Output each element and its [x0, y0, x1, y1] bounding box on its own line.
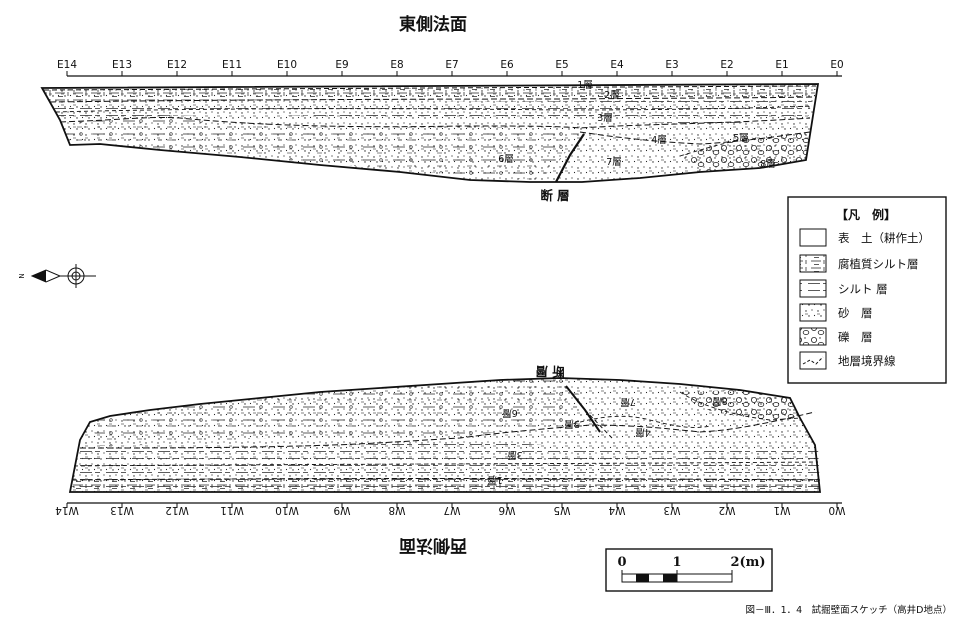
east-layer-2-label: 2層: [604, 90, 620, 101]
blank-swatch: [799, 228, 827, 247]
boundary-line-swatch: [799, 351, 827, 370]
legend-item-humic-silt: 腐植質シルト層: [838, 257, 919, 271]
east-section: 東側法面 E14 E13 E12 E11 E10 E9 E8 E7 E6 E5 E4 E3 E2 E1 E0: [40, 14, 844, 203]
west-tick-label-w11: W11: [220, 504, 244, 516]
east-layer-1-label: 1層: [577, 80, 593, 91]
west-tick-label-w4: W4: [608, 504, 625, 516]
west-layer-1-fill: [70, 478, 820, 492]
east-layer-6-fill: [60, 118, 580, 180]
east-layer-6-label: 6層: [498, 154, 514, 165]
east-section-title: 東側法面: [399, 14, 467, 35]
west-tick-label-w5: W5: [553, 504, 570, 516]
west-tick-label-w1: W1: [773, 504, 790, 516]
legend-item-boundary: 地層境界線: [838, 354, 896, 368]
east-layer-8-label: 8層: [760, 159, 776, 170]
legend-item-gravel: 礫 層: [838, 330, 873, 344]
west-tick-label-w8: W8: [388, 504, 405, 516]
east-tick-label-e9: E9: [335, 59, 348, 71]
east-wall-sketch: [40, 83, 820, 183]
east-fault-label: 断 層: [540, 188, 569, 203]
legend-item-topsoil: 表 土（耕作土）: [838, 231, 930, 245]
scale-bar: 0 1 2(m): [605, 548, 773, 592]
east-tick-label-e13: E13: [112, 59, 132, 71]
west-section: 1層 3層 4層 5層 6層 7層 8層 断 層 W14 W13 W12 W11 W10…: [55, 364, 846, 556]
legend-title: 【凡 例】: [836, 207, 896, 222]
east-layer-7-label: 7層: [606, 157, 622, 168]
east-tick-label-e2: E2: [720, 59, 733, 71]
west-tick-label-w0: W0: [828, 504, 845, 516]
silt-swatch: [799, 279, 827, 298]
west-layer-7-label: 7層: [620, 396, 636, 407]
figure-caption: 図－Ⅲ．1．4 試掘壁面スケッチ（高井D地点）: [746, 604, 952, 616]
east-scale-ticks: E14 E13 E12 E11 E10 E9 E8 E7 E6 E5 E4 E3 E2 E1 E0: [57, 59, 844, 77]
west-tick-label-w3: W3: [663, 504, 680, 516]
east-tick-label-e10: E10: [277, 59, 297, 71]
west-section-title: 西側法面: [399, 535, 467, 556]
east-tick-label-e4: E4: [610, 59, 624, 71]
west-tick-label-w2: W2: [718, 504, 735, 516]
west-tick-label-w9: W9: [333, 504, 350, 516]
west-wall-sketch: [68, 377, 822, 493]
west-tick-label-w6: W6: [498, 504, 515, 516]
humic-silt-swatch: [799, 254, 827, 273]
east-layer-3-label: 3層: [597, 113, 613, 124]
east-tick-label-e11: E11: [222, 59, 242, 71]
east-tick-label-e6: E6: [500, 59, 514, 71]
east-layer-4-label: 4層: [651, 135, 667, 146]
west-layer-5-label: 5層: [564, 418, 580, 429]
east-wall-outline: [40, 83, 820, 183]
legend-item-silt: シルト 層: [838, 282, 888, 296]
east-tick-label-e14: E14: [57, 59, 77, 71]
west-layer-8-label: 8層: [712, 395, 728, 406]
west-layer-labels: 1層 3層 4層 5層 6層 7層 8層: [487, 395, 728, 485]
north-arrow-icon: N: [18, 264, 96, 288]
east-tick-label-e8: E8: [390, 59, 403, 71]
legend-box: 【凡 例】 表 土（耕作土） 腐植質シルト層 シルト 層 砂 層 礫 層 地層境…: [787, 196, 947, 384]
west-tick-label-w14: W14: [55, 504, 79, 516]
east-tick-label-e7: E7: [445, 59, 458, 71]
east-humic-layer: [44, 86, 816, 102]
west-wall-outline: [68, 377, 822, 493]
east-gravel-layer: [680, 132, 810, 172]
legend-item-sand: 砂 層: [838, 306, 873, 320]
scale-label-0: 0: [617, 555, 626, 570]
west-layer-1-label: 1層: [487, 474, 503, 485]
west-gravel-layer: [680, 390, 800, 420]
east-tick-label-e0: E0: [830, 59, 843, 71]
west-fault-label: 断 層: [535, 364, 564, 379]
scale-label-1: 1: [672, 555, 681, 570]
west-scale-ticks: W14 W13 W12 W11 W10 W9 W8 W7 W6 W5 W4 W3 W2 W1 W0: [55, 502, 846, 516]
west-layer-4-label: 4層: [635, 426, 651, 437]
north-arrow-label: N: [18, 273, 26, 278]
west-tick-label-w10: W10: [275, 504, 299, 516]
east-layer-5-label: 5層: [733, 133, 749, 144]
west-layer-6-label: 6層: [502, 407, 518, 418]
east-fault-line: [555, 133, 585, 183]
sand-swatch: [799, 303, 827, 322]
east-tick-label-e1: E1: [775, 59, 788, 71]
west-tick-label-w13: W13: [110, 504, 134, 516]
scale-label-2m: 2(m): [730, 555, 765, 570]
east-tick-label-e3: E3: [665, 59, 678, 71]
east-silt-layer: [52, 100, 812, 124]
west-tick-label-w12: W12: [165, 504, 189, 516]
gravel-swatch: [799, 327, 827, 346]
west-tick-label-w7: W7: [443, 504, 460, 516]
west-layer-6-fill: [90, 378, 580, 446]
east-tick-label-e12: E12: [167, 59, 187, 71]
east-layer-labels: 1層 2層 3層 4層 5層 6層 7層 8層: [498, 80, 776, 170]
west-layer-3-label: 3層: [507, 449, 523, 460]
east-tick-label-e5: E5: [555, 59, 568, 71]
